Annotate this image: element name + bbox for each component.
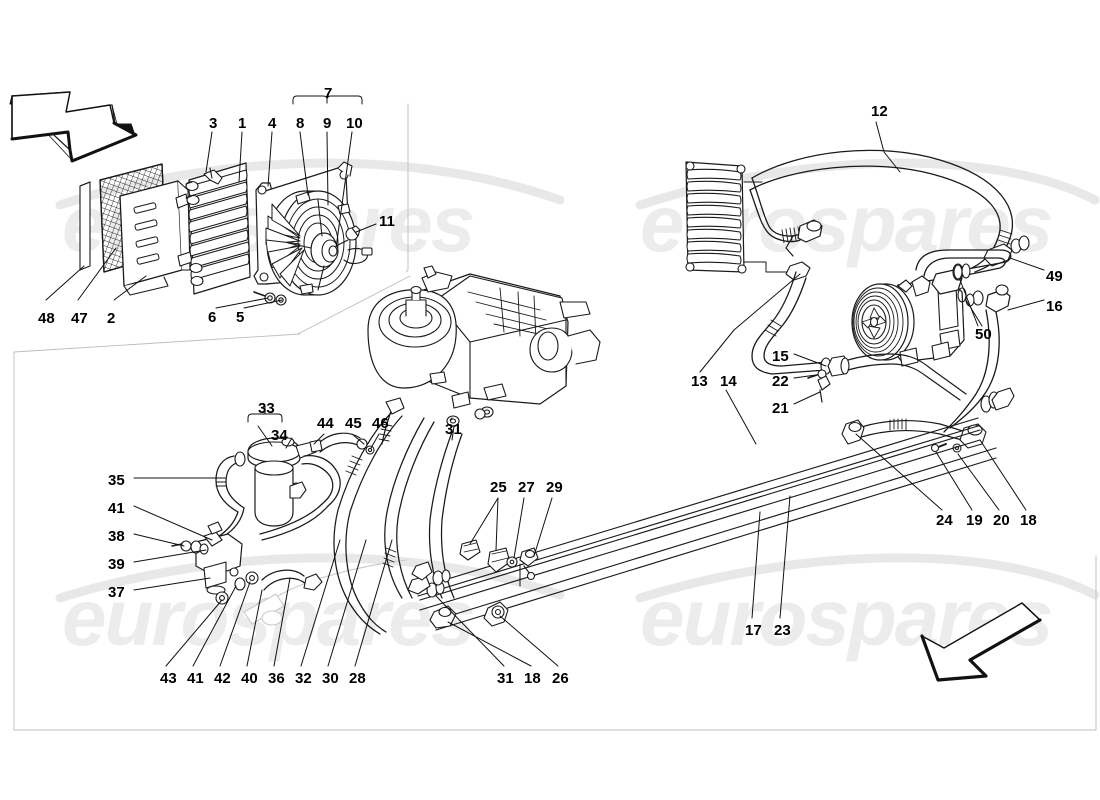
hose-ferrules: [345, 455, 397, 568]
callout-36: 36: [268, 670, 285, 687]
callout-12: 12: [871, 103, 888, 120]
callout-47: 47: [71, 310, 88, 327]
callout-14: 14: [720, 373, 737, 390]
callout-49: 49: [1046, 268, 1063, 285]
callout-41-bottom: 41: [187, 670, 204, 687]
callout-18-right: 18: [1020, 512, 1037, 529]
callout-10: 10: [346, 115, 363, 132]
callout-20: 20: [993, 512, 1010, 529]
region-guides: [13, 103, 1097, 731]
callout-43: 43: [160, 670, 177, 687]
compressor: [851, 269, 965, 367]
callout-5: 5: [236, 309, 245, 326]
callout-22: 22: [772, 373, 789, 390]
callout-40: 40: [241, 670, 258, 687]
condenser-grille-assembly: [79, 163, 193, 296]
callout-32: 32: [295, 670, 312, 687]
callout-31-bottom: 31: [497, 670, 514, 687]
callout-18-bottom: 18: [524, 670, 541, 687]
callout-23: 23: [774, 622, 791, 639]
cooling-fan-assembly: [265, 190, 373, 296]
callout-6: 6: [208, 309, 217, 326]
callout-41-left: 41: [108, 500, 125, 517]
intake-manifold: [255, 265, 601, 619]
callout-46: 46: [372, 415, 389, 432]
callout-9: 9: [323, 115, 332, 132]
callout-13: 13: [691, 373, 708, 390]
receiver-dryer: [215, 437, 341, 541]
callout-29: 29: [546, 479, 563, 496]
callout-30: 30: [322, 670, 339, 687]
callout-37: 37: [108, 584, 125, 601]
direction-arrow-top-left: [9, 91, 138, 163]
callout-33-bracket: 33: [258, 400, 275, 417]
callout-8: 8: [296, 115, 305, 132]
manifold-fittings-31: [446, 406, 494, 427]
callout-45: 45: [345, 415, 362, 432]
callout-19: 19: [966, 512, 983, 529]
direction-arrow-bottom-right: [920, 602, 1042, 682]
callout-44: 44: [317, 415, 334, 432]
hose-16: [943, 284, 1011, 433]
callout-7-bracket: 7: [324, 85, 333, 102]
callout-31-manifold: 31: [445, 421, 462, 438]
hose-13-14: [751, 271, 850, 403]
callout-28: 28: [349, 670, 366, 687]
callout-17: 17: [745, 622, 762, 639]
callout-25: 25: [490, 479, 507, 496]
callout-16: 16: [1046, 298, 1063, 315]
callout-4: 4: [268, 115, 277, 132]
callout-34: 34: [271, 427, 288, 444]
callout-11: 11: [379, 213, 395, 230]
hoses-28-30-32: [333, 411, 463, 635]
pipe-clamps: [407, 539, 539, 629]
callout-21: 21: [772, 400, 789, 417]
hose-49: [915, 249, 1012, 281]
callout-27: 27: [518, 479, 535, 496]
callout-48: 48: [38, 310, 55, 327]
callout-26: 26: [552, 670, 569, 687]
callout-38: 38: [108, 528, 125, 545]
condenser-core-right: [685, 161, 747, 274]
callout-35: 35: [108, 472, 125, 489]
callout-3: 3: [209, 115, 218, 132]
pressure-switch-block: [171, 521, 323, 626]
callout-2: 2: [107, 310, 116, 327]
main-pipe-run: [417, 417, 997, 631]
pipe-run-right: [841, 353, 1015, 453]
callout-15: 15: [772, 348, 789, 365]
callout-42: 42: [214, 670, 231, 687]
callout-1: 1: [238, 115, 247, 132]
callout-39: 39: [108, 556, 125, 573]
callout-50: 50: [975, 326, 992, 343]
callout-24: 24: [936, 512, 953, 529]
leader-lines: [45, 95, 1045, 667]
condenser-fasteners: [253, 291, 287, 306]
condenser-bracket-3: [203, 167, 223, 185]
condenser-core: [185, 162, 251, 295]
small-hose-44-46: [309, 397, 405, 455]
